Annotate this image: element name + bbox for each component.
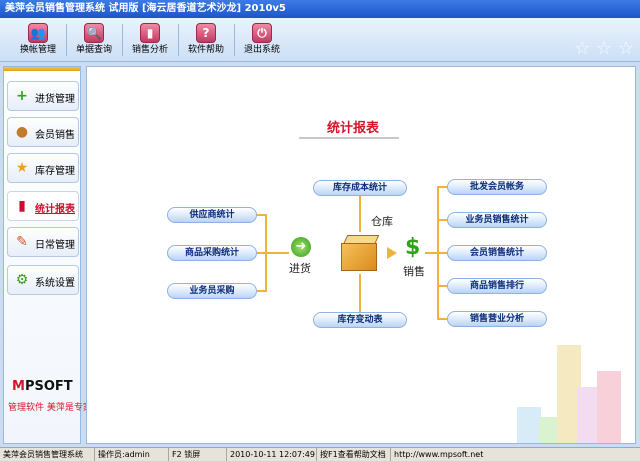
magnifier-icon: 🔍 [84,23,104,43]
slogan: 管理软件 美萍是专家 [8,403,92,413]
toolbar: 👥 换帐管理 🔍 单据查询 ▮ 销售分析 ? 软件帮助 ⏻ 退出系统 ☆ ☆ ☆ [0,18,640,62]
sidebar-item-settings[interactable]: ⚙ 系统设置 [7,265,79,295]
warehouse-box-icon [337,233,381,273]
sidebar-item-daily[interactable]: ✎ 日常管理 [7,227,79,257]
sidebar-item-label: 日常管理 [35,240,75,251]
status-bar: 美萍会员销售管理系统 操作员:admin F2 锁屏 2010-10-11 12… [0,447,640,461]
person-icon: ● [15,124,29,140]
star-icon: ★ [15,160,29,176]
sidebar-item-label: 进货管理 [35,94,75,105]
sidebar-item-inventory[interactable]: ★ 库存管理 [7,153,79,183]
connector-line [437,318,447,320]
salesman-purchase-button[interactable]: 业务员采购 [167,283,257,299]
page-title: 统计报表 [327,121,380,136]
plus-icon: + [16,88,28,104]
status-operator: 操作员:admin [94,448,166,461]
purchase-label: 进货 [289,262,311,275]
sidebar: + 进货管理 ● 会员销售 ★ 库存管理 ▮ 统计报表 ✎ 日常管理 ⚙ 系统设… [3,66,92,444]
sidebar-item-label: 库存管理 [35,166,75,177]
product-sales-ranking-button[interactable]: 商品销售排行 [447,278,547,294]
toolbar-button-label: 换帐管理 [19,45,56,55]
decoration-bar [597,371,621,443]
sidebar-item-purchase[interactable]: + 进货管理 [7,81,79,111]
connector-line [359,274,361,312]
bar-chart-icon: ▮ [18,198,26,214]
connector-line [257,290,267,292]
toolbar-separator [234,24,235,56]
sidebar-item-label: 会员销售 [35,130,75,141]
toolbar-button-account[interactable]: 👥 换帐管理 [14,21,62,59]
logo-rest: PSOFT [24,379,73,394]
toolbar-button-analysis[interactable]: ▮ 销售分析 [126,21,174,59]
logo-prefix: M [12,379,25,394]
status-app-name: 美萍会员销售管理系统 [3,450,83,459]
sales-label: 销售 [403,265,425,278]
purchase-arrow-icon: ➜ [291,237,311,257]
reports-panel: 统计报表 供应商统计 商品采购统计 业务员采购 ➜ 进货 库存成本统计 库存变动… [86,66,636,444]
toolbar-separator [122,24,123,56]
connector-line [257,252,267,254]
inventory-change-button[interactable]: 库存变动表 [313,312,407,328]
arrow-right-icon [387,247,397,259]
inventory-cost-button[interactable]: 库存成本统计 [313,180,407,196]
supplier-stats-button[interactable]: 供应商统计 [167,207,257,223]
toolbar-separator [178,24,179,56]
sidebar-item-reports[interactable]: ▮ 统计报表 [7,191,79,221]
mpsoft-logo: MPSOFT [12,379,73,394]
sidebar-accent-bar [4,67,80,71]
connector-line [265,214,267,292]
connector-line [267,252,289,254]
connector-line [437,186,447,188]
purchase-stats-button[interactable]: 商品采购统计 [167,245,257,261]
wholesale-member-account-button[interactable]: 批发会员帐务 [447,179,547,195]
connector-line [257,214,267,216]
sidebar-item-label: 统计报表 [35,204,75,215]
gear-icon: ⚙ [15,272,29,288]
toolbar-button-query[interactable]: 🔍 单据查询 [70,21,118,59]
pencil-icon: ✎ [16,234,28,250]
chart-icon: ▮ [140,23,160,43]
sidebar-item-label: 系统设置 [35,278,75,289]
dollar-icon: $ [405,235,421,260]
status-datetime: 2010-10-11 12:07:49 [226,448,315,461]
salesman-sales-stats-button[interactable]: 业务员销售统计 [447,212,547,228]
toolbar-button-label: 退出系统 [243,45,280,55]
warehouse-label: 仓库 [371,215,393,228]
power-icon: ⏻ [252,23,272,43]
decoration-bar [517,407,541,443]
status-url: http://www.mpsoft.net [390,448,510,461]
connector-line [437,285,447,287]
star-decoration-icon: ☆ ☆ ☆ [574,38,634,59]
toolbar-button-exit[interactable]: ⏻ 退出系统 [238,21,286,59]
connector-line [359,196,361,232]
toolbar-button-label: 销售分析 [131,45,168,55]
status-lock: F2 锁屏 [168,448,224,461]
sidebar-item-member-sales[interactable]: ● 会员销售 [7,117,79,147]
toolbar-button-label: 单据查询 [75,45,112,55]
toolbar-separator [66,24,67,56]
status-help: 按F1查看帮助文档 [316,448,388,461]
users-icon: 👥 [28,23,48,43]
sales-analysis-button[interactable]: 销售营业分析 [447,311,547,327]
connector-line [437,252,447,254]
title-underline [299,137,399,139]
connector-line [425,252,437,254]
member-sales-stats-button[interactable]: 会员销售统计 [447,245,547,261]
help-icon: ? [196,23,216,43]
connector-line [437,219,447,221]
toolbar-button-label: 软件帮助 [187,45,224,55]
toolbar-button-help[interactable]: ? 软件帮助 [182,21,230,59]
window-title: 美萍会员销售管理系统 试用版 [海云居香道艺术沙龙] 2010v5 [0,0,640,18]
